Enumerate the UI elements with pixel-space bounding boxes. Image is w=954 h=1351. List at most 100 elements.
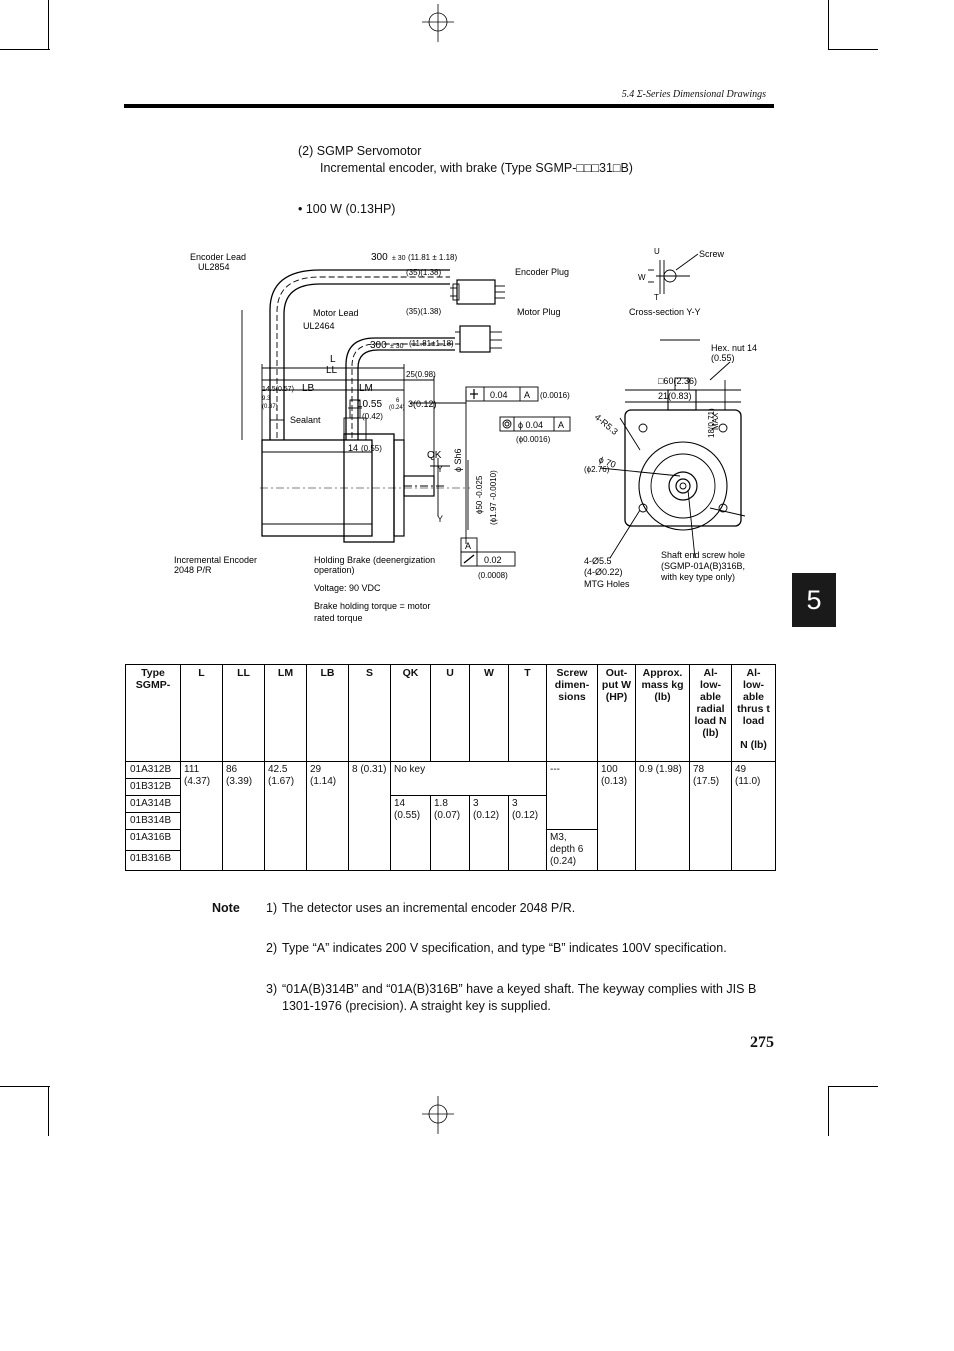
figure-label: operation) — [314, 565, 355, 575]
figure-label: 18(0.71) — [707, 408, 716, 438]
figure-label: (11.81±1.18) — [409, 339, 454, 348]
table-row: 01B316B — [125, 849, 776, 871]
spec-table: Type SGMP- L LL LM LB S QK U W T Screw d… — [125, 664, 776, 871]
screw-m3-cell: M3, depth 6 (0.24) — [546, 829, 598, 871]
running-header: 5.4 Σ-Series Dimensional Drawings — [621, 89, 766, 100]
figure-label: rated torque — [314, 613, 363, 623]
type-cell: 01A316B — [125, 829, 181, 851]
figure-label: Encoder Plug — [515, 267, 569, 277]
figure-label: U — [654, 247, 660, 256]
figure-label: (35)(1.38) — [406, 307, 441, 316]
note-item: 1) The detector uses an incremental enco… — [266, 900, 778, 917]
note-number: 1) — [266, 901, 278, 915]
note-text: Type “A” indicates 200 V specification, … — [282, 941, 727, 955]
registration-target-top — [422, 4, 454, 42]
figure-label: 14 — [348, 443, 358, 453]
col-header-l: L — [180, 664, 223, 762]
table-row: 01A314B 14 (0.55) 1.8 (0.07) 3 (0.12) 3 … — [125, 795, 776, 871]
figure-label: (4-Ø0.22) — [584, 567, 623, 577]
figure-label: (0.55) — [711, 353, 735, 363]
figure-label: 2048 P/R — [174, 565, 212, 575]
figure-label: T — [654, 293, 659, 302]
section-subheading: Incremental encoder, with brake (Type SG… — [320, 161, 633, 175]
figure-label: (0.0008) — [478, 571, 508, 580]
type-cell: 01B312B — [125, 778, 181, 796]
note-label: Note — [212, 901, 240, 915]
figure-label: LL — [326, 365, 338, 376]
col-header-t: T — [508, 664, 547, 762]
col-header-qk: QK — [390, 664, 431, 762]
screw-none-cell: --- — [546, 761, 598, 830]
figure-label: MAX — [711, 412, 720, 430]
type-cell: 01A312B — [125, 761, 181, 779]
figure-label: 14.5(0.57) — [262, 386, 294, 393]
figure-label: A — [558, 420, 564, 430]
figure-label: (0.0016) — [540, 391, 570, 400]
figure-label: (SGMP-01A(B)316B, — [661, 561, 745, 571]
figure-label: 300 — [370, 340, 387, 351]
header-rule — [124, 104, 774, 108]
registration-target-bottom — [422, 1096, 454, 1134]
mass-cell: 0.9 (1.98) — [635, 761, 690, 871]
figure-label: Motor Plug — [517, 307, 561, 317]
col-header-screw: Screw dimen- sions — [546, 664, 598, 762]
col-header-output: Out- put W (HP) — [597, 664, 636, 762]
note-item: 3) “01A(B)314B” and “01A(B)316B” have a … — [266, 981, 778, 1015]
figure-label: ϕ50 -0.025 — [475, 475, 484, 514]
figure-label: ± 30 — [392, 255, 406, 262]
figure-label: 4-Ø5.5 — [584, 556, 612, 566]
w-cell: 3 (0.12) — [469, 795, 509, 871]
figure-label: A — [524, 390, 530, 400]
figure-label: 3(0.12) — [408, 399, 437, 409]
output-cell: 100 (0.13) — [597, 761, 636, 871]
figure-label: with key type only) — [660, 572, 735, 582]
note-text: The detector uses an incremental encoder… — [282, 901, 576, 915]
note-number: 3) — [266, 982, 278, 996]
u-cell: 1.8 (0.07) — [430, 795, 470, 871]
figure-label: (35)(1.38) — [406, 268, 441, 277]
figure-label: 9.3 — [262, 396, 271, 402]
col-header-radial: Al- low- able radial load N (lb) — [689, 664, 732, 762]
note-item: 2) Type “A” indicates 200 V specificatio… — [266, 940, 778, 957]
col-header-lb: LB — [306, 664, 349, 762]
figure-label: 21(0.83) — [658, 391, 692, 401]
col-header-w: W — [469, 664, 509, 762]
figure-label: UL2854 — [198, 262, 230, 272]
figure-label: Sealant — [290, 415, 321, 425]
figure-label: W — [638, 273, 646, 282]
dimensional-drawing: Encoder Lead UL2854 Motor Lead UL2464 En… — [174, 247, 757, 623]
ll-cell: 86 (3.39) — [222, 761, 265, 871]
figure-label: Holding Brake (deenergization — [314, 555, 435, 565]
figure-label: (11.81 ± 1.18) — [408, 253, 457, 262]
figure-label: LB — [302, 383, 315, 394]
no-key-cell: No key — [390, 761, 547, 796]
figure-label: (ϕ1.97 -0.0010) — [489, 470, 498, 525]
figure-label: (ϕ0.0016) — [516, 435, 551, 444]
figure-label: 0.02 — [484, 555, 502, 565]
radial-load-cell: 78 (17.5) — [689, 761, 732, 871]
figure-label: Encoder Lead — [190, 252, 246, 262]
qk-cell: 14 (0.55) — [390, 795, 431, 871]
figure-label: Cross-section Y-Y — [629, 307, 701, 317]
figure-label: (ϕ2.76) — [584, 465, 610, 474]
figure-label: □60(2.36) — [658, 376, 697, 386]
figure-label: 6 — [396, 398, 400, 404]
thrust-load-cell: 49 (11.0) — [731, 761, 776, 871]
figure-label: 0.04 — [490, 390, 508, 400]
table-row: 01B314B — [125, 812, 776, 830]
page-number: 275 — [750, 1034, 774, 1051]
col-header-s: S — [348, 664, 391, 762]
t-cell: 3 (0.12) — [508, 795, 547, 871]
figure-label: ϕ Sh6 — [453, 448, 463, 472]
lm-cell: 42.5 (1.67) — [264, 761, 307, 871]
table-header-row: Type SGMP- L LL LM LB S QK U W T Screw d… — [125, 664, 776, 762]
figure-label: LM — [359, 383, 373, 394]
type-cell: 01B316B — [125, 849, 181, 871]
figure-label: (0.42) — [362, 412, 383, 421]
table-row: 01A316B M3, depth 6 (0.24) — [125, 829, 776, 871]
figure-label: 300 — [371, 252, 388, 263]
figure-label: MTG Holes — [584, 579, 630, 589]
lb-cell: 29 (1.14) — [306, 761, 349, 871]
figure-label: Y — [437, 514, 443, 524]
figure-label: UL2464 — [303, 321, 335, 331]
